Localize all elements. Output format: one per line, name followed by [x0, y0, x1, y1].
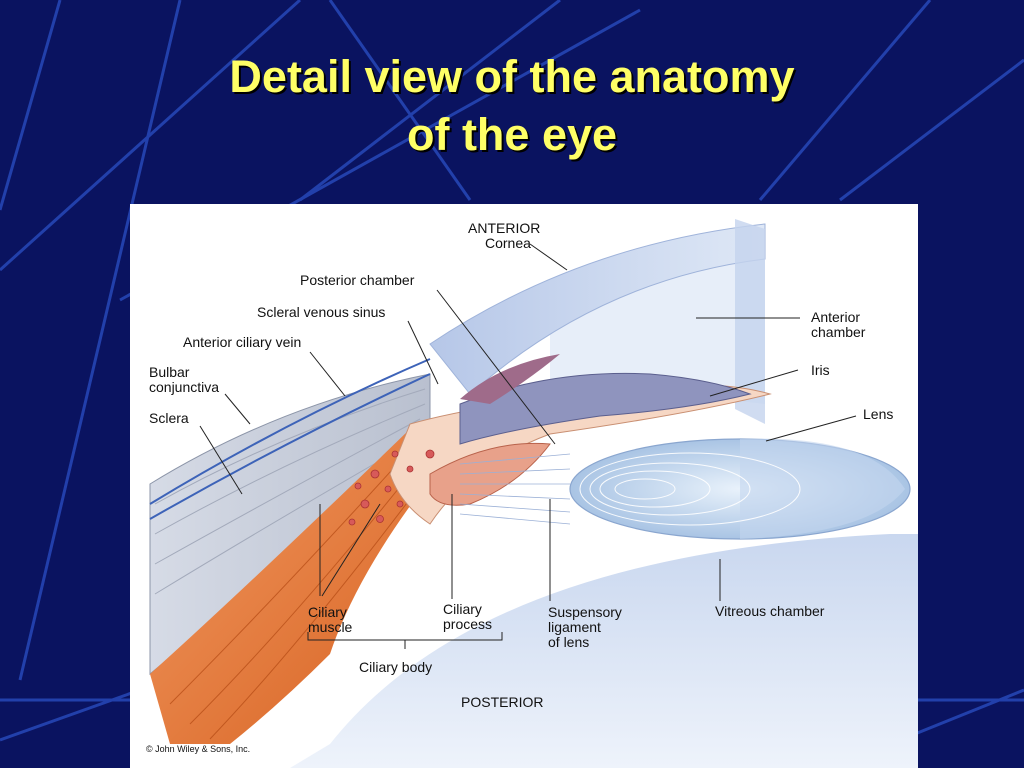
slide-title: Detail view of the anatomy of the eye	[0, 48, 1024, 164]
label-cornea: Cornea	[485, 235, 531, 251]
label-bulbar-conjunctiva: Bulbar conjunctiva	[149, 364, 220, 395]
eye-anatomy-figure: ANTERIOR Cornea Posterior chamber Sclera…	[130, 204, 918, 768]
label-posterior: POSTERIOR	[461, 694, 544, 710]
iris-pigment	[460, 354, 560, 404]
label-vitreous-chamber: Vitreous chamber	[715, 603, 825, 619]
label-ciliary-muscle: Ciliary muscle	[308, 604, 353, 635]
label-sclera: Sclera	[149, 410, 189, 426]
label-ciliary-body: Ciliary body	[359, 659, 433, 675]
label-suspensory-ligament: Suspensory ligament of lens	[548, 604, 622, 650]
vitreous-chamber-shape	[290, 534, 918, 768]
copyright-notice: © John Wiley & Sons, Inc.	[146, 744, 251, 754]
slide-title-line-1: Detail view of the anatomy	[229, 51, 795, 102]
eye-illustration	[149, 219, 918, 768]
label-anterior-ciliary-vein: Anterior ciliary vein	[183, 334, 302, 350]
label-anterior-chamber: Anterior chamber	[811, 309, 866, 340]
label-ciliary-process: Ciliary process	[443, 601, 493, 632]
ciliary-muscle-shape	[150, 429, 450, 744]
label-iris: Iris	[811, 362, 830, 378]
label-posterior-chamber: Posterior chamber	[300, 272, 415, 288]
slide-title-line-2: of the eye	[406, 109, 618, 160]
label-anterior: ANTERIOR	[468, 220, 541, 236]
lens-cut-face	[740, 438, 905, 539]
label-scleral-venous-sinus: Scleral venous sinus	[257, 304, 386, 320]
label-lens: Lens	[863, 406, 894, 422]
anterior-chamber-region	[550, 234, 765, 409]
iris-shape	[459, 372, 752, 445]
cornea-cut-face	[735, 219, 765, 424]
